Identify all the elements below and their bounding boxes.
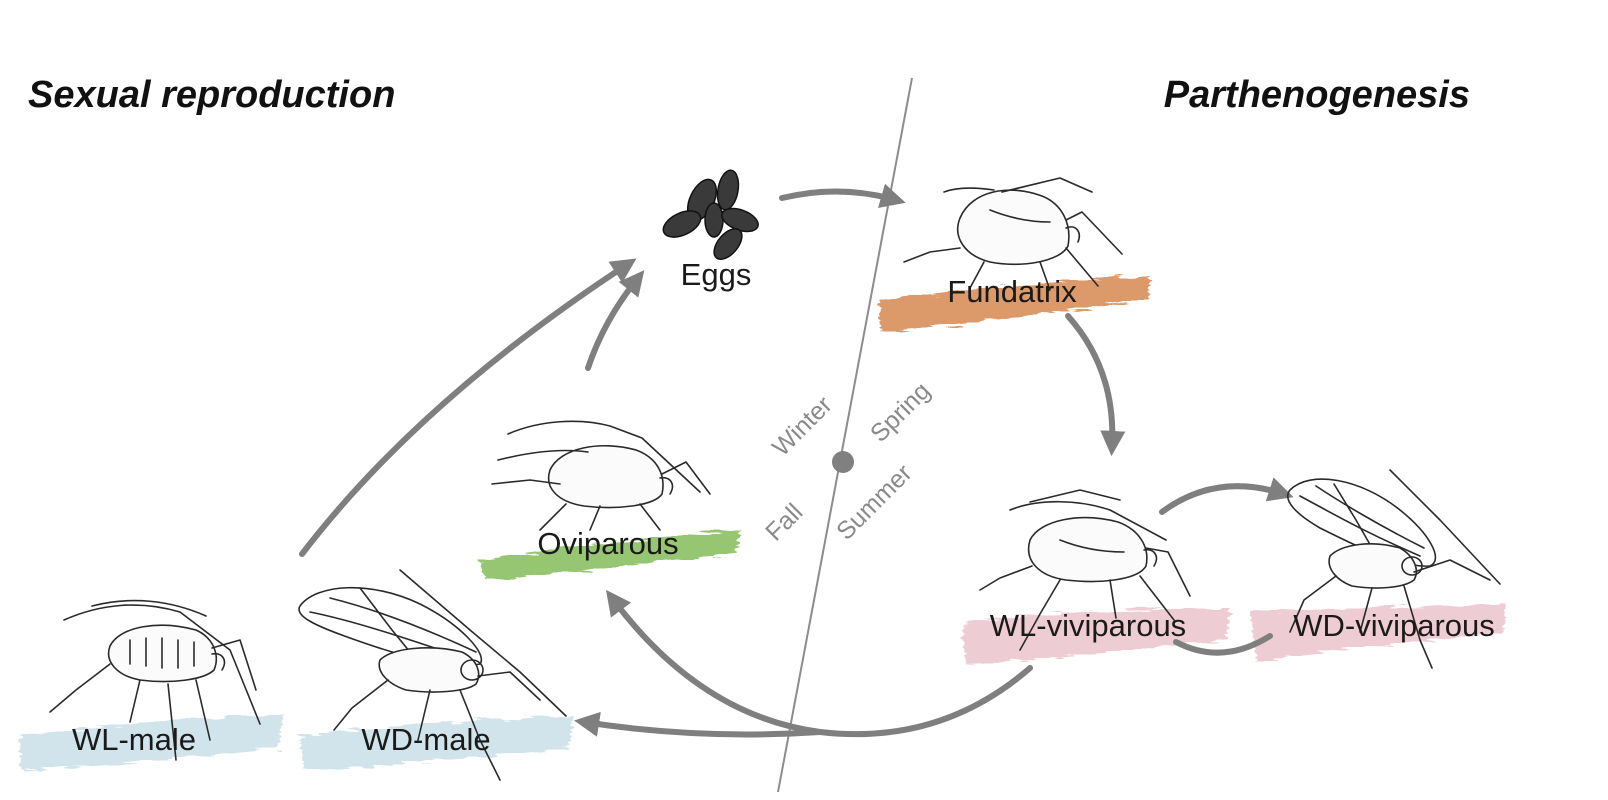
arrow-wl-to-wd-viviparous	[1159, 477, 1294, 515]
label-wl-viviparous: WL-viviparous	[990, 608, 1186, 643]
arrow-wd-to-wl-viviparous	[1173, 633, 1273, 656]
label-wd-viviparous: WD-viviparous	[1293, 608, 1495, 643]
arrow-oviparous-to-eggs	[585, 270, 645, 371]
label-wl-male: WL-male	[72, 722, 196, 757]
arrow-fundatrix-to-wl-viviparous	[1065, 313, 1126, 457]
arrow-males-to-eggs	[299, 258, 637, 557]
arrow-wl-viviparous-to-males	[574, 711, 823, 738]
season-fall: Fall	[760, 498, 808, 546]
wl-male-band	[18, 714, 284, 770]
arrow-eggs-to-fundatrix	[779, 183, 906, 208]
wl-viviparous-aphid-illustration	[979, 489, 1191, 651]
wd-viviparous-band	[1250, 604, 1506, 662]
season-winter: Winter	[767, 391, 838, 462]
egg-cluster-icon	[662, 169, 759, 260]
season-center-dot	[832, 451, 854, 473]
fundatrix-aphid-illustration	[903, 177, 1123, 291]
heading-parthenogenesis: Parthenogenesis	[1164, 74, 1470, 116]
label-fundatrix: Fundatrix	[947, 274, 1077, 309]
oviparous-aphid-illustration	[491, 420, 711, 531]
label-wd-male: WD-male	[361, 722, 490, 757]
label-oviparous: Oviparous	[537, 526, 678, 561]
wd-viviparous-aphid-illustration	[1287, 469, 1501, 669]
oviparous-band	[478, 530, 742, 580]
wd-male-band	[300, 716, 574, 770]
label-eggs: Eggs	[681, 257, 752, 292]
fundatrix-band	[880, 276, 1150, 332]
wl-viviparous-band	[962, 608, 1230, 664]
wl-male-aphid-illustration	[49, 599, 261, 761]
heading-sexual-reproduction: Sexual reproduction	[28, 74, 395, 116]
season-spring: Spring	[865, 377, 936, 448]
arrow-wl-viviparous-to-oviparous	[605, 589, 1033, 738]
wd-male-aphid-illustration	[298, 569, 567, 781]
